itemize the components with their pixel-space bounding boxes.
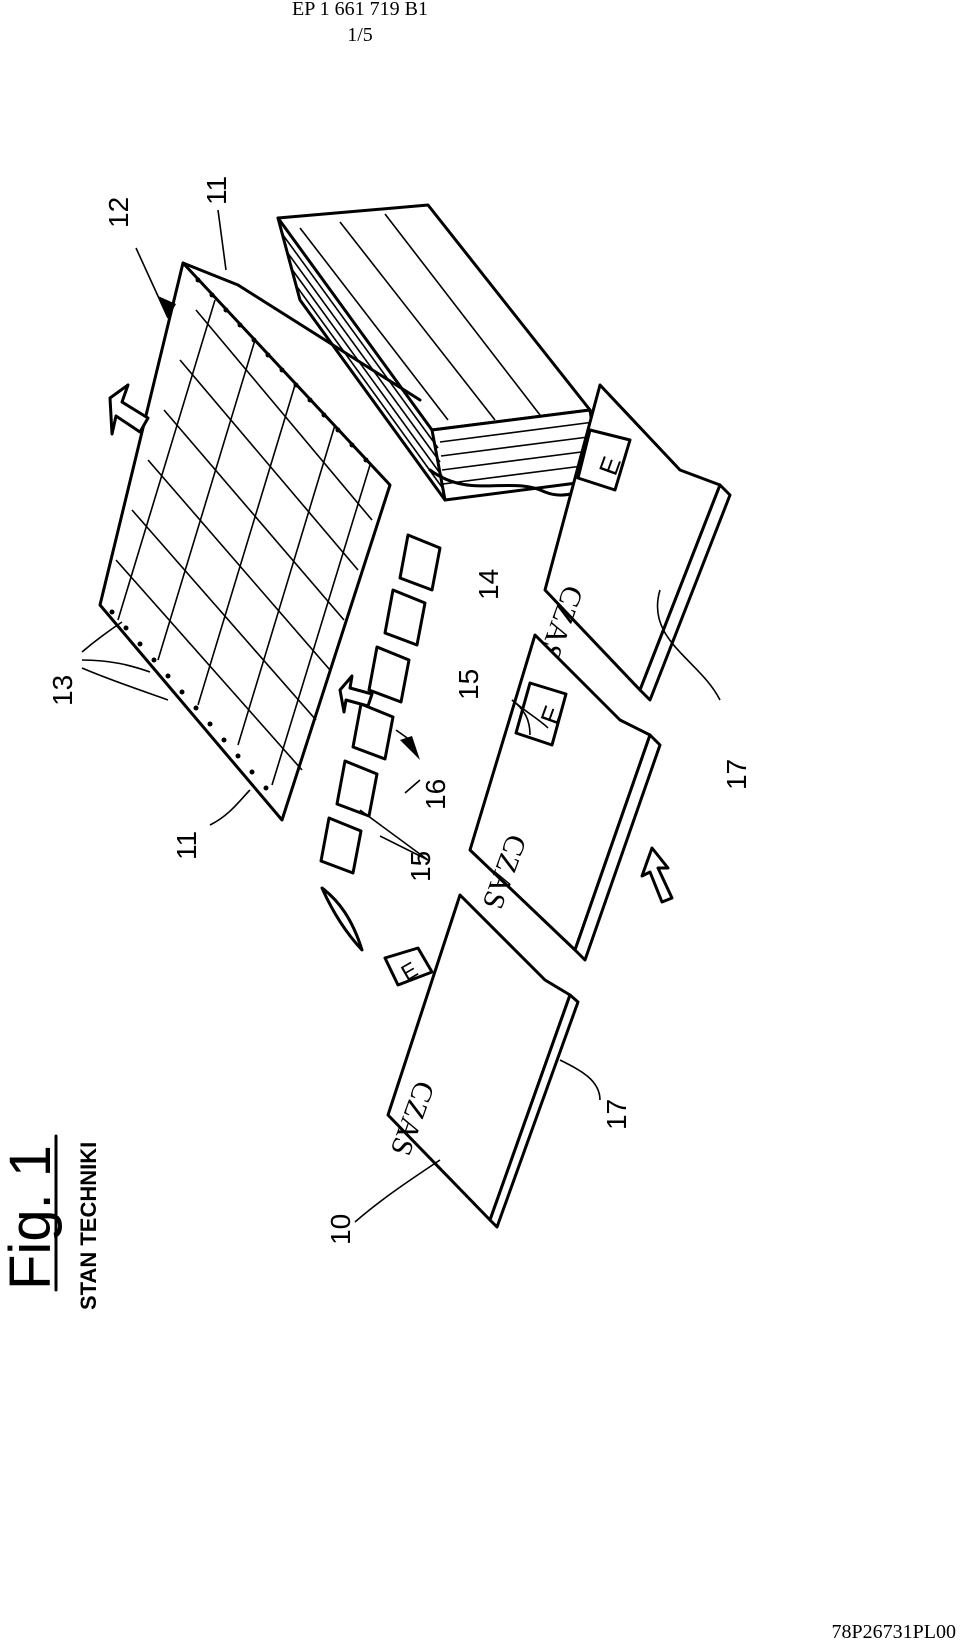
ref-17-right: 17 (721, 759, 752, 790)
figure-subtitle: STAN TECHNIKI (76, 1142, 101, 1310)
card-middle: E CZAS (468, 633, 674, 962)
separated-labels: E (319, 533, 442, 987)
ref-10: 10 (325, 1214, 356, 1245)
ref-15-lower: 15 (405, 851, 436, 882)
card-right: E CZAS (532, 383, 732, 702)
page-number: 1/5 (347, 24, 373, 46)
figure-title: Fig. 1 (0, 1145, 63, 1290)
label-sheet (98, 261, 422, 822)
ref-12: 12 (103, 197, 134, 228)
ref-13: 13 (47, 675, 78, 706)
patent-number: EP 1 661 719 B1 (292, 0, 428, 20)
ref-11-top: 11 (201, 176, 232, 205)
card-left: CZAS (384, 893, 580, 1229)
reference-numerals: 12 11 13 11 16 15 15 14 17 17 10 (47, 176, 752, 1245)
ref-16: 16 (420, 779, 451, 810)
ref-14: 14 (473, 569, 504, 600)
reference-leaders (81, 209, 601, 1223)
ref-17-left: 17 (601, 1099, 632, 1130)
ref-15-upper: 15 (453, 669, 484, 700)
ref-11-bottom: 11 (171, 831, 202, 860)
document-code: 78P26731PL00 (831, 1621, 956, 1643)
fanfold-paper-stack (276, 203, 602, 502)
